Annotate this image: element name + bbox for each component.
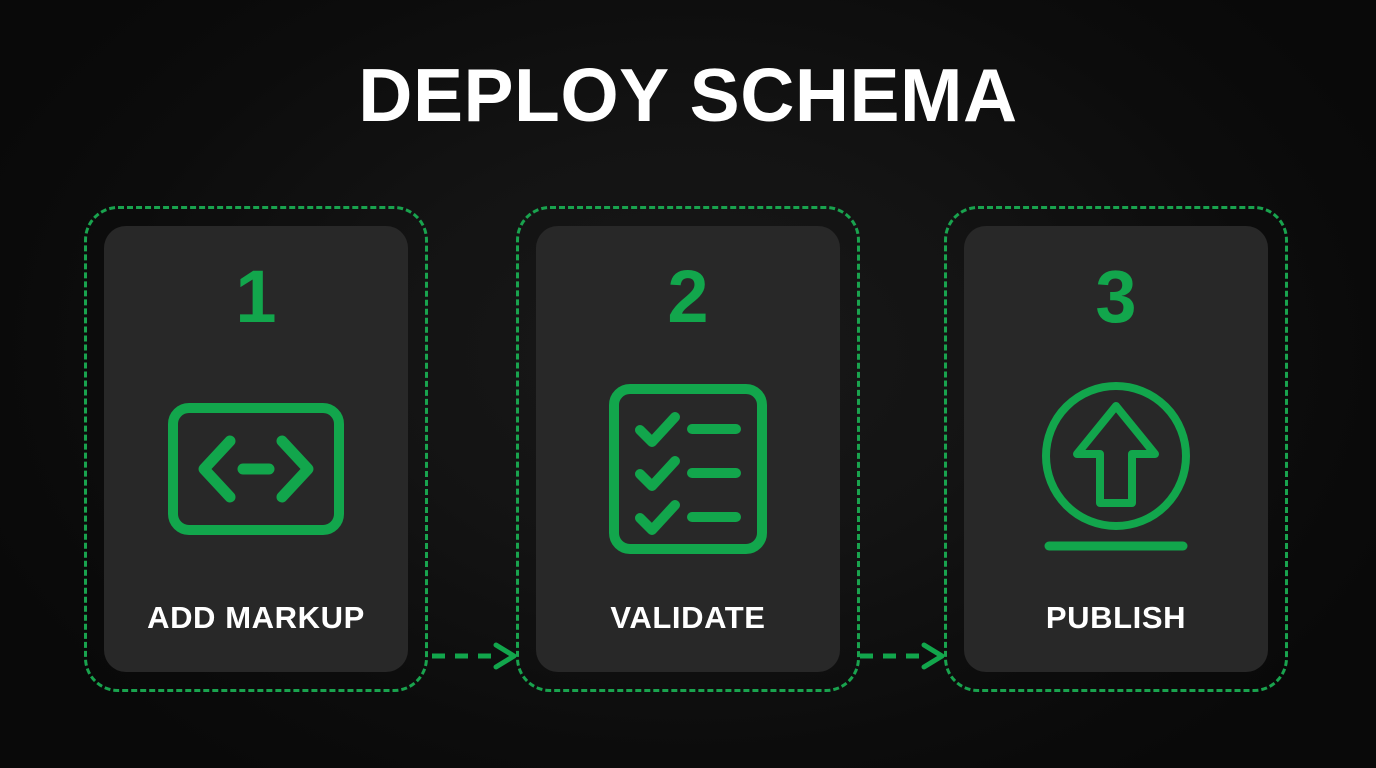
step-label: VALIDATE bbox=[610, 600, 766, 635]
step-card-inner: 1 ADD MARKUP bbox=[104, 226, 408, 672]
page-title: DEPLOY SCHEMA bbox=[358, 53, 1018, 137]
step-card-inner: 3 PUBLISH bbox=[964, 226, 1268, 672]
step-label: ADD MARKUP bbox=[147, 600, 365, 635]
step-number: 2 bbox=[667, 255, 709, 338]
step-card-add-markup[interactable]: 1 ADD MARKUP bbox=[84, 206, 428, 692]
step-label: PUBLISH bbox=[1045, 600, 1187, 635]
checklist-icon bbox=[536, 376, 840, 561]
step-card-validate[interactable]: 2 VALIDATE bbox=[516, 206, 860, 692]
step-number: 1 bbox=[235, 255, 277, 338]
step-number: 3 bbox=[1095, 255, 1137, 338]
steps-row: 1 ADD MARKUP 2 bbox=[0, 206, 1376, 696]
code-brackets-icon bbox=[104, 376, 408, 561]
step-card-publish[interactable]: 3 PUBLISH bbox=[944, 206, 1288, 692]
step-card-inner: 2 VALIDATE bbox=[536, 226, 840, 672]
arrow-step2-to-step3 bbox=[860, 642, 945, 670]
upload-circle-icon bbox=[964, 376, 1268, 561]
arrow-step1-to-step2 bbox=[432, 642, 517, 670]
